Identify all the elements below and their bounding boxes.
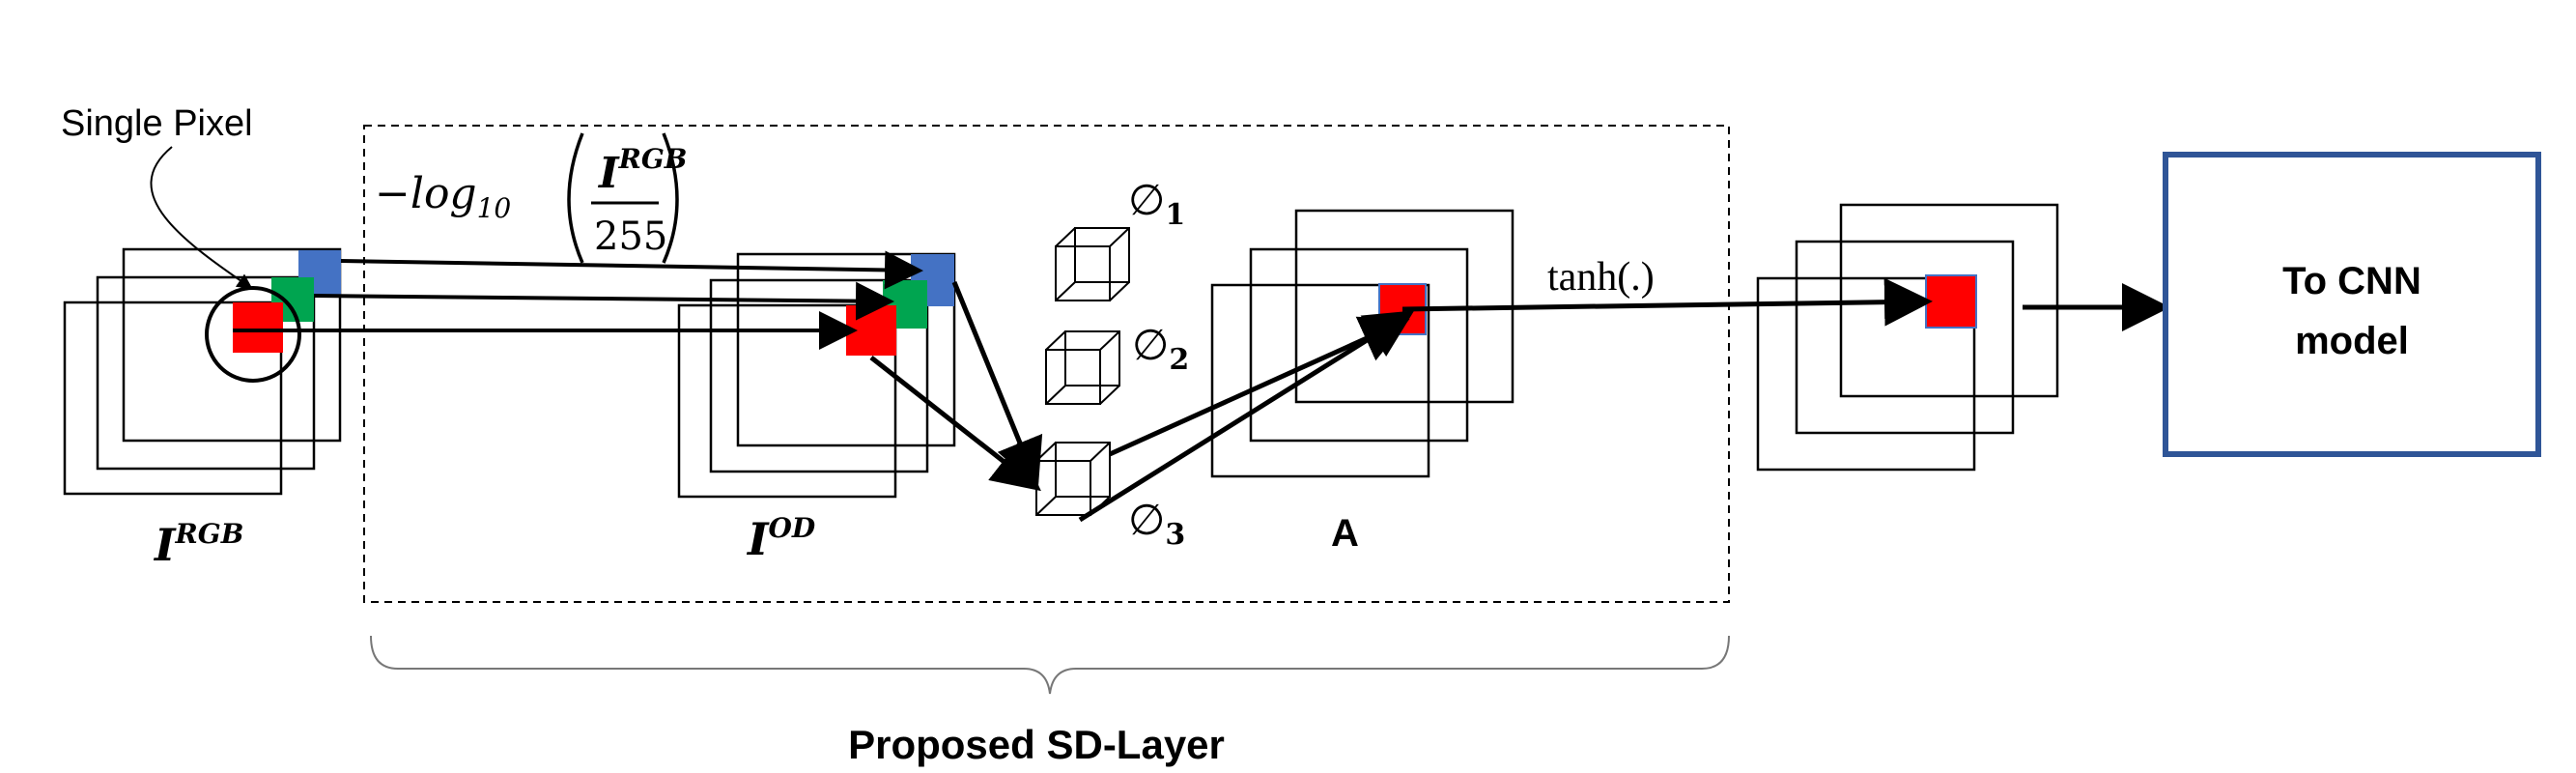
svg-text:−log10: −log10 [375,169,511,224]
od-image-stack [677,252,956,499]
phi3-cube-icon [1035,442,1111,516]
arrow-phi3-to-a-upper [1108,316,1410,457]
sd-layer-brace [370,635,1730,695]
single-pixel-label: Single Pixel [61,103,253,144]
rgb-red-pixel [233,302,283,353]
arrow-od-red-to-phi3 [869,356,1041,492]
sd-layer-dashed-box [363,125,1730,603]
tanh-label: tanh(.) [1547,255,1655,300]
arrow-a-to-output [1401,277,1933,327]
phi3-label: ∅3 [1128,496,1185,552]
svg-text:IRGB: IRGB [597,143,687,198]
arrow-blue-rgb-to-od [340,250,923,290]
phi2-label: ∅2 [1132,321,1189,377]
output-stack [1756,203,2059,472]
output-red-pixel [1925,274,1977,329]
a-label: A [1331,512,1359,555]
cnn-model-box [2163,152,2541,457]
single-pixel-circle [205,286,301,383]
phi2-cube-icon [1045,330,1120,405]
i-od-label: IOD [746,512,816,565]
phi1-cube-icon [1055,227,1130,301]
rgb-image-stack [63,247,342,496]
arrow-green-rgb-to-od [313,281,894,321]
sd-layer-caption: Proposed SD-Layer [848,722,1225,767]
cnn-label-line1: To CNN [2282,260,2421,302]
arrow-phi3-to-a-lower [1078,310,1415,523]
i-rgb-label: IRGB [153,518,243,571]
phi1-label: ∅1 [1128,176,1185,232]
cnn-label-line2: model [2295,320,2409,362]
single-pixel-callout-arrow [150,146,253,290]
svg-text:255: 255 [594,215,667,259]
od-formula: −log10 IRGB 255 [375,132,687,264]
